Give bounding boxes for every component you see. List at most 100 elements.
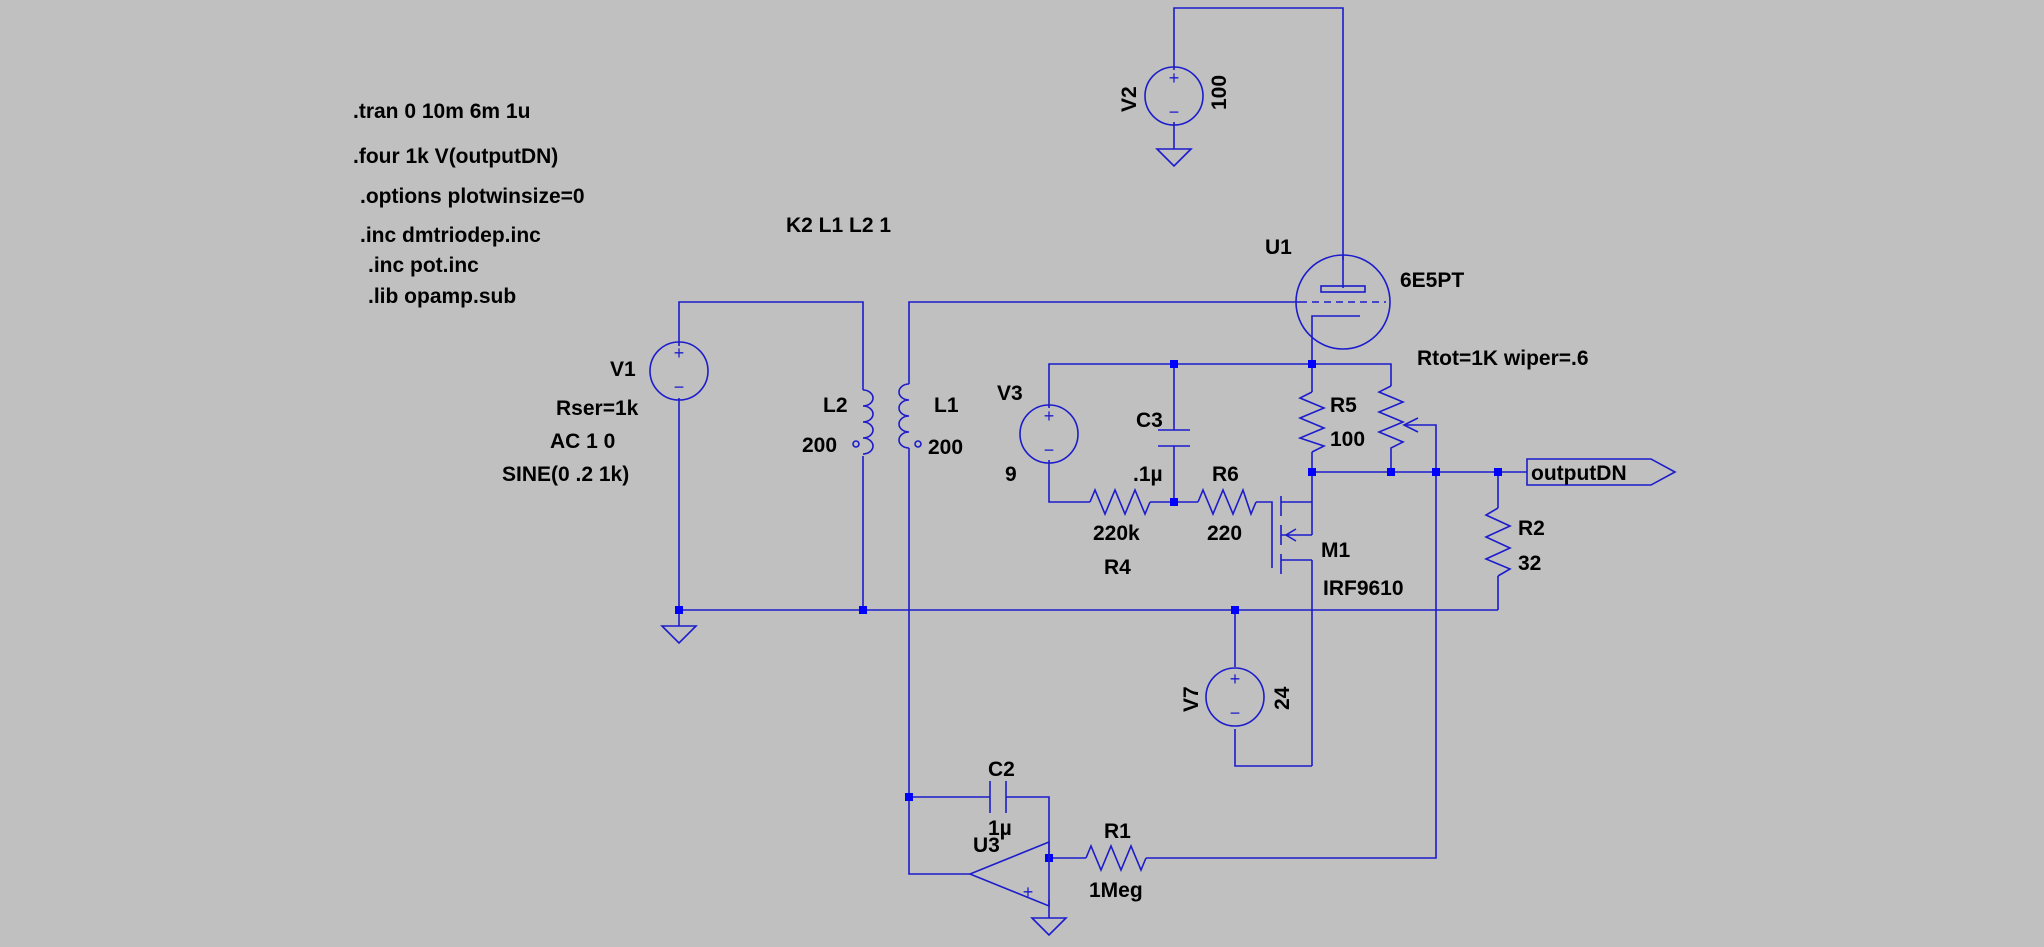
ground-symbols <box>660 148 1193 937</box>
wires <box>678 7 1527 918</box>
voltage-source-v2[interactable]: + − <box>1144 66 1204 126</box>
r6-value: 220 <box>1207 522 1242 545</box>
r5-value: 100 <box>1330 428 1365 451</box>
directive-pot-params[interactable]: Rtot=1K wiper=.6 <box>1417 347 1589 370</box>
directive-lib-opamp[interactable]: .lib opamp.sub <box>368 285 516 308</box>
voltage-source-v7[interactable]: + − <box>1205 667 1265 727</box>
v3-name: V3 <box>997 382 1023 405</box>
triode-u1[interactable] <box>1295 254 1391 350</box>
junction-dot <box>859 606 867 614</box>
wire-u3-inverting[interactable] <box>908 797 970 875</box>
potentiometer[interactable] <box>1376 385 1419 460</box>
c2-value: 1µ <box>988 817 1012 840</box>
opamp-u3[interactable]: + <box>967 840 1050 908</box>
junction-dot <box>675 606 683 614</box>
ground-icon <box>660 625 698 645</box>
junction-dot <box>1387 468 1395 476</box>
resistor-icon <box>1089 487 1151 517</box>
minus-sign: − <box>1230 703 1241 723</box>
wire-pot-tap[interactable] <box>1404 424 1437 472</box>
m1-value: IRF9610 <box>1323 577 1404 600</box>
plus-sign: + <box>1230 669 1241 689</box>
directive-inc-pot[interactable]: .inc pot.inc <box>368 254 479 277</box>
wire-v1-top[interactable] <box>678 301 864 384</box>
directive-four[interactable]: .four 1k V(outputDN) <box>353 145 558 168</box>
voltage-source-icon <box>1205 667 1265 727</box>
resistor-r4[interactable] <box>1089 487 1151 517</box>
r4-value: 220k <box>1093 522 1140 545</box>
mosfet-m1[interactable] <box>1271 496 1313 574</box>
junction-dot <box>1432 468 1440 476</box>
capacitor-c3[interactable] <box>1158 429 1190 447</box>
resistor-r1[interactable] <box>1085 843 1147 873</box>
voltage-source-icon <box>649 341 709 401</box>
mosfet-arrow-icon <box>1284 528 1297 542</box>
resistor-r6[interactable] <box>1197 487 1257 517</box>
directive-tran[interactable]: .tran 0 10m 6m 1u <box>353 100 530 123</box>
ground-icon <box>1030 917 1068 937</box>
inductor-l1[interactable] <box>898 383 922 456</box>
junction-dot <box>1494 468 1502 476</box>
resistor-icon <box>1197 487 1257 517</box>
spice-directives: .tran 0 10m 6m 1u .four 1k V(outputDN) .… <box>353 100 1589 370</box>
v1-param-rser: Rser=1k <box>556 397 639 420</box>
resistor-icon <box>1085 843 1147 873</box>
ground-icon <box>1155 148 1193 168</box>
plus-sign: + <box>674 343 685 363</box>
wire-l1-feedback[interactable] <box>908 456 970 798</box>
net-flag-icon <box>1526 458 1677 486</box>
l1-name: L1 <box>934 394 959 417</box>
directive-options[interactable]: .options plotwinsize=0 <box>360 185 585 208</box>
minus-sign: − <box>1169 102 1180 122</box>
opamp-icon <box>967 840 1050 908</box>
wire-v3-bottom[interactable] <box>1048 460 1090 503</box>
c3-name: C3 <box>1136 409 1163 432</box>
wire-r6-gate[interactable] <box>1256 501 1273 522</box>
c3-value: .1µ <box>1133 463 1163 486</box>
voltage-source-icon <box>1019 404 1079 464</box>
resistor-icon <box>1376 385 1406 460</box>
wire-c2-right[interactable] <box>1006 796 1050 858</box>
voltage-source-v3[interactable]: + − <box>1019 404 1079 464</box>
r2-name: R2 <box>1518 517 1545 540</box>
resistor-r2[interactable] <box>1484 507 1512 577</box>
wire-l1-grid[interactable] <box>908 301 1300 384</box>
l2-value: 200 <box>802 434 837 457</box>
wire-v7-bottom[interactable] <box>1234 729 1312 767</box>
u3-name: U3 <box>973 834 1000 857</box>
voltage-source-icon <box>1144 66 1204 126</box>
inductor-icon <box>898 383 910 449</box>
u1-name: U1 <box>1265 236 1292 259</box>
u1-value: 6E5PT <box>1400 269 1464 292</box>
resistor-icon <box>1484 507 1512 577</box>
polarity-dot-icon <box>852 440 860 448</box>
directive-coupling[interactable]: K2 L1 L2 1 <box>786 214 891 237</box>
voltage-source-v1[interactable]: + − <box>649 341 709 401</box>
inductor-l2[interactable] <box>852 384 874 455</box>
plus-sign: + <box>1169 68 1180 88</box>
plus-sign: + <box>1044 406 1055 426</box>
r1-name: R1 <box>1104 820 1131 843</box>
wire-v2-plate[interactable] <box>1173 7 1344 260</box>
v1-param-ac: AC 1 0 <box>550 430 615 453</box>
junction-dot <box>905 793 913 801</box>
wire-top-node[interactable] <box>1048 363 1392 408</box>
v3-value: 9 <box>1005 463 1017 486</box>
junction-dot <box>1308 468 1316 476</box>
v2-value: 100 <box>1208 75 1231 110</box>
junction-dot <box>1231 606 1239 614</box>
r4-name: R4 <box>1104 556 1131 579</box>
net-label-output[interactable]: outputDN <box>1526 458 1677 486</box>
resistor-r5[interactable] <box>1297 391 1327 453</box>
c2-name: C2 <box>988 758 1015 781</box>
wire-feedback-return[interactable] <box>1146 472 1437 859</box>
r6-name: R6 <box>1212 463 1239 486</box>
v2-name: V2 <box>1118 86 1141 112</box>
r1-value: 1Meg <box>1089 879 1143 902</box>
directive-inc-triode[interactable]: .inc dmtriodep.inc <box>360 224 541 247</box>
plate-icon <box>1320 285 1366 293</box>
capacitor-c2[interactable] <box>970 781 1007 813</box>
v7-name: V7 <box>1180 686 1203 712</box>
inductor-icon <box>862 389 874 455</box>
